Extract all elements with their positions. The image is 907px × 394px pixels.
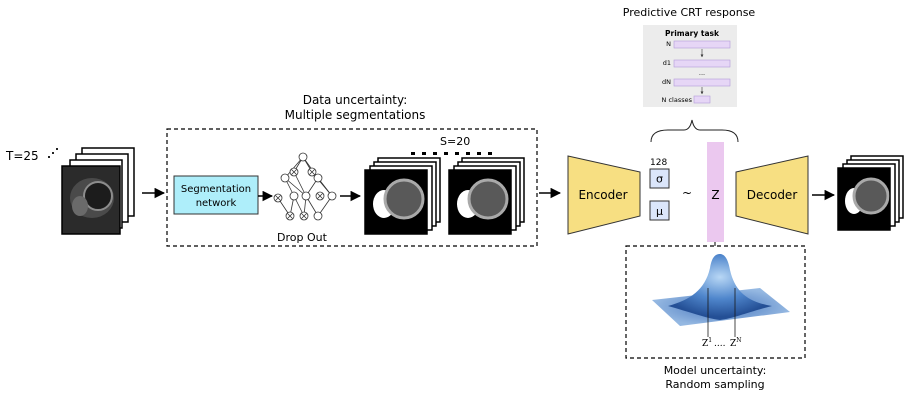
dropout-network-icon	[273, 152, 337, 221]
mu-symbol: μ	[656, 205, 663, 218]
sigma-box: σ	[649, 168, 670, 189]
frames-dots	[48, 148, 58, 158]
model-uncertainty-caption-1: Model uncertainty:	[664, 364, 767, 377]
z-first-label: Z1	[702, 337, 712, 349]
z-dots: ....	[714, 339, 726, 349]
primary-task-row-n: N	[666, 40, 671, 48]
segmentation-stack-2	[448, 157, 525, 235]
segmentation-stack-1	[364, 157, 441, 235]
segmentation-label-1: Segmentation	[181, 184, 251, 195]
primary-task-row-dn: dN	[662, 78, 671, 86]
primary-task-ellipsis: ...	[699, 69, 705, 77]
decoder-label: Decoder	[747, 188, 798, 202]
segmentation-network-box: Segmentation network	[173, 175, 259, 215]
primary-task-title: Primary task	[665, 29, 720, 38]
crt-title: Predictive CRT response	[623, 6, 756, 19]
tilde-symbol: ~	[682, 186, 692, 200]
model-uncertainty-box	[625, 245, 806, 359]
gaussian-surface	[652, 254, 790, 337]
z-label: Z	[711, 188, 719, 202]
decoder-block: Decoder	[735, 155, 809, 235]
input-frames: T=25	[5, 147, 135, 235]
data-uncertainty-title-2: Multiple segmentations	[285, 108, 426, 122]
data-uncertainty-title-1: Data uncertainty:	[303, 93, 408, 107]
mri-image	[61, 165, 121, 235]
data-uncertainty-box	[166, 128, 538, 247]
dropout-label: Drop Out	[277, 231, 328, 244]
samples-dots	[411, 152, 492, 155]
segmentation-label-2: network	[196, 198, 237, 209]
primary-task-panel: Primary task N d1 ... dN N classes	[643, 25, 737, 107]
frames-label: T=25	[5, 149, 39, 163]
primary-task-row-d1: d1	[663, 59, 671, 67]
latent-z-bar: Z	[707, 142, 724, 242]
encoder-block: Encoder	[567, 155, 641, 235]
samples-label: S=20	[440, 135, 470, 148]
model-uncertainty-caption-2: Random sampling	[665, 378, 764, 391]
output-segmentation-stack	[837, 155, 904, 231]
encoder-label: Encoder	[578, 188, 627, 202]
mu-box: μ	[649, 200, 670, 221]
latent-dim-label: 128	[650, 158, 667, 168]
z-last-label: ZN	[730, 337, 742, 349]
curly-brace	[650, 119, 739, 143]
sigma-symbol: σ	[656, 173, 663, 186]
primary-task-row-classes: N classes	[662, 96, 693, 104]
